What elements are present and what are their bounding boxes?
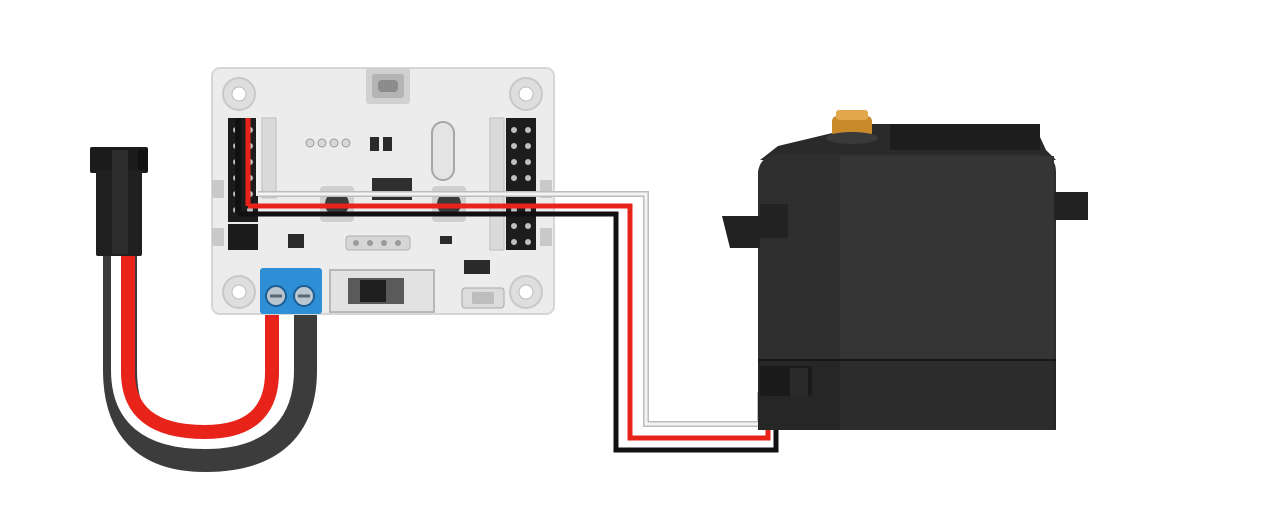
power-wire-red (121, 243, 279, 440)
status-leds (305, 137, 392, 151)
power-cable-stripe (111, 241, 294, 450)
right-pin-header (489, 117, 552, 251)
aux-header (288, 234, 490, 274)
board-power-wires (235, 118, 260, 214)
servo-mount-right (1054, 192, 1088, 220)
power-cable (103, 233, 317, 473)
crystal-oscillator (431, 121, 455, 181)
mounting-holes (222, 77, 543, 309)
reset-button (461, 287, 505, 309)
power-connector-plug (90, 147, 148, 256)
servo-wire-black (238, 211, 779, 453)
servo-motor (722, 110, 1088, 430)
servo-mount-left (722, 204, 788, 248)
power-terminal-block (260, 268, 322, 314)
power-switch (329, 269, 435, 313)
usb-c-port (366, 68, 410, 104)
output-gear (826, 110, 878, 144)
